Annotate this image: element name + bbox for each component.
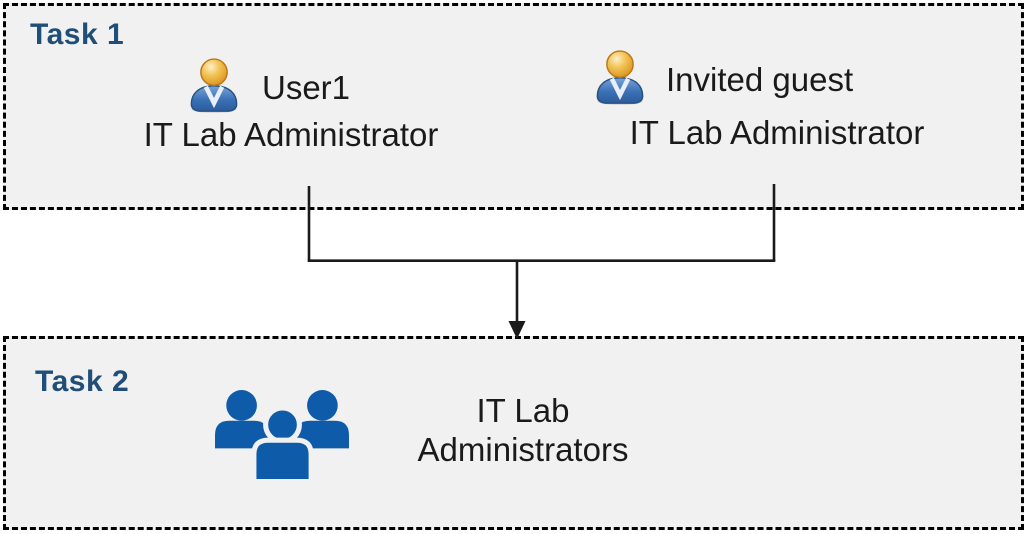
task2-box: Task 2 IT Lab Administrators bbox=[3, 336, 1024, 530]
user1-role: IT Lab Administrator bbox=[143, 116, 439, 153]
task1-box: Task 1 User1 IT Lab Administrator Invite… bbox=[3, 3, 1024, 210]
user2-role: IT Lab Administrator bbox=[629, 114, 925, 151]
user1-name: User1 bbox=[262, 69, 351, 106]
people-group-icon bbox=[212, 389, 352, 479]
task2-label: Task 2 bbox=[35, 365, 130, 398]
person-icon bbox=[185, 55, 243, 113]
user2-name: Invited guest bbox=[666, 61, 854, 98]
task1-label: Task 1 bbox=[30, 18, 125, 51]
group-label: IT Lab Administrators bbox=[417, 392, 629, 468]
person-icon bbox=[591, 47, 649, 105]
